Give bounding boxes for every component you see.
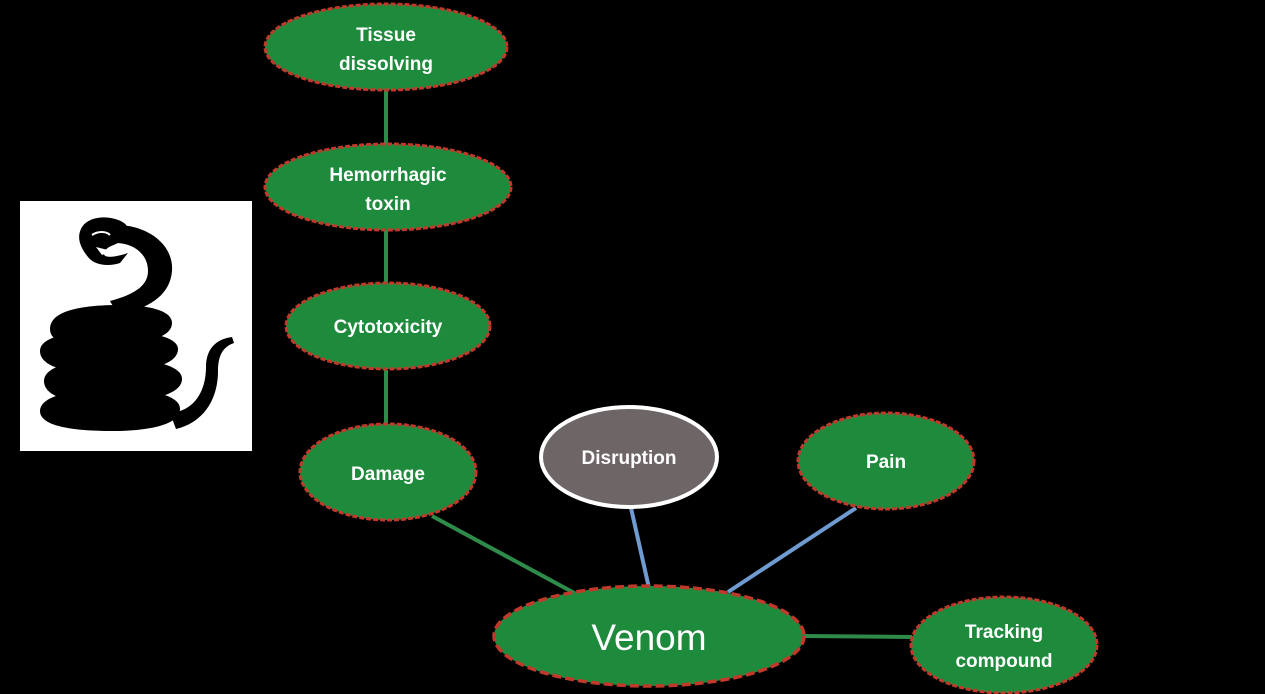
node-label: toxin <box>365 194 410 215</box>
snake-image-panel <box>20 201 252 451</box>
node-tracking-compound: Tracking compound <box>909 595 1099 694</box>
node-label: Cytotoxicity <box>334 317 443 338</box>
node-label: Disruption <box>582 448 677 469</box>
node-pain: Pain <box>796 411 976 511</box>
node-tissue-dissolving: Tissue dissolving <box>263 2 509 92</box>
connector-disruption-venom <box>629 507 651 589</box>
connector-venom-tracking <box>803 634 913 639</box>
node-label: Tissue <box>356 25 416 46</box>
snake-silhouette-icon <box>40 217 234 431</box>
node-damage: Damage <box>298 422 478 522</box>
connector-damage-venom <box>431 514 579 597</box>
node-cytotoxicity: Cytotoxicity <box>284 281 492 371</box>
node-label: Damage <box>351 464 425 485</box>
node-hemorrhagic-toxin: Hemorrhagic toxin <box>263 142 513 232</box>
node-label: Tracking <box>965 622 1043 643</box>
node-label: compound <box>955 651 1052 672</box>
node-label: Hemorrhagic <box>329 165 447 186</box>
node-disruption: Disruption <box>539 405 719 509</box>
node-label: Pain <box>866 452 906 473</box>
node-venom: Venom <box>492 584 806 688</box>
node-label: Venom <box>591 617 706 658</box>
connector-pain-venom <box>726 506 858 594</box>
node-label: dissolving <box>339 54 433 75</box>
